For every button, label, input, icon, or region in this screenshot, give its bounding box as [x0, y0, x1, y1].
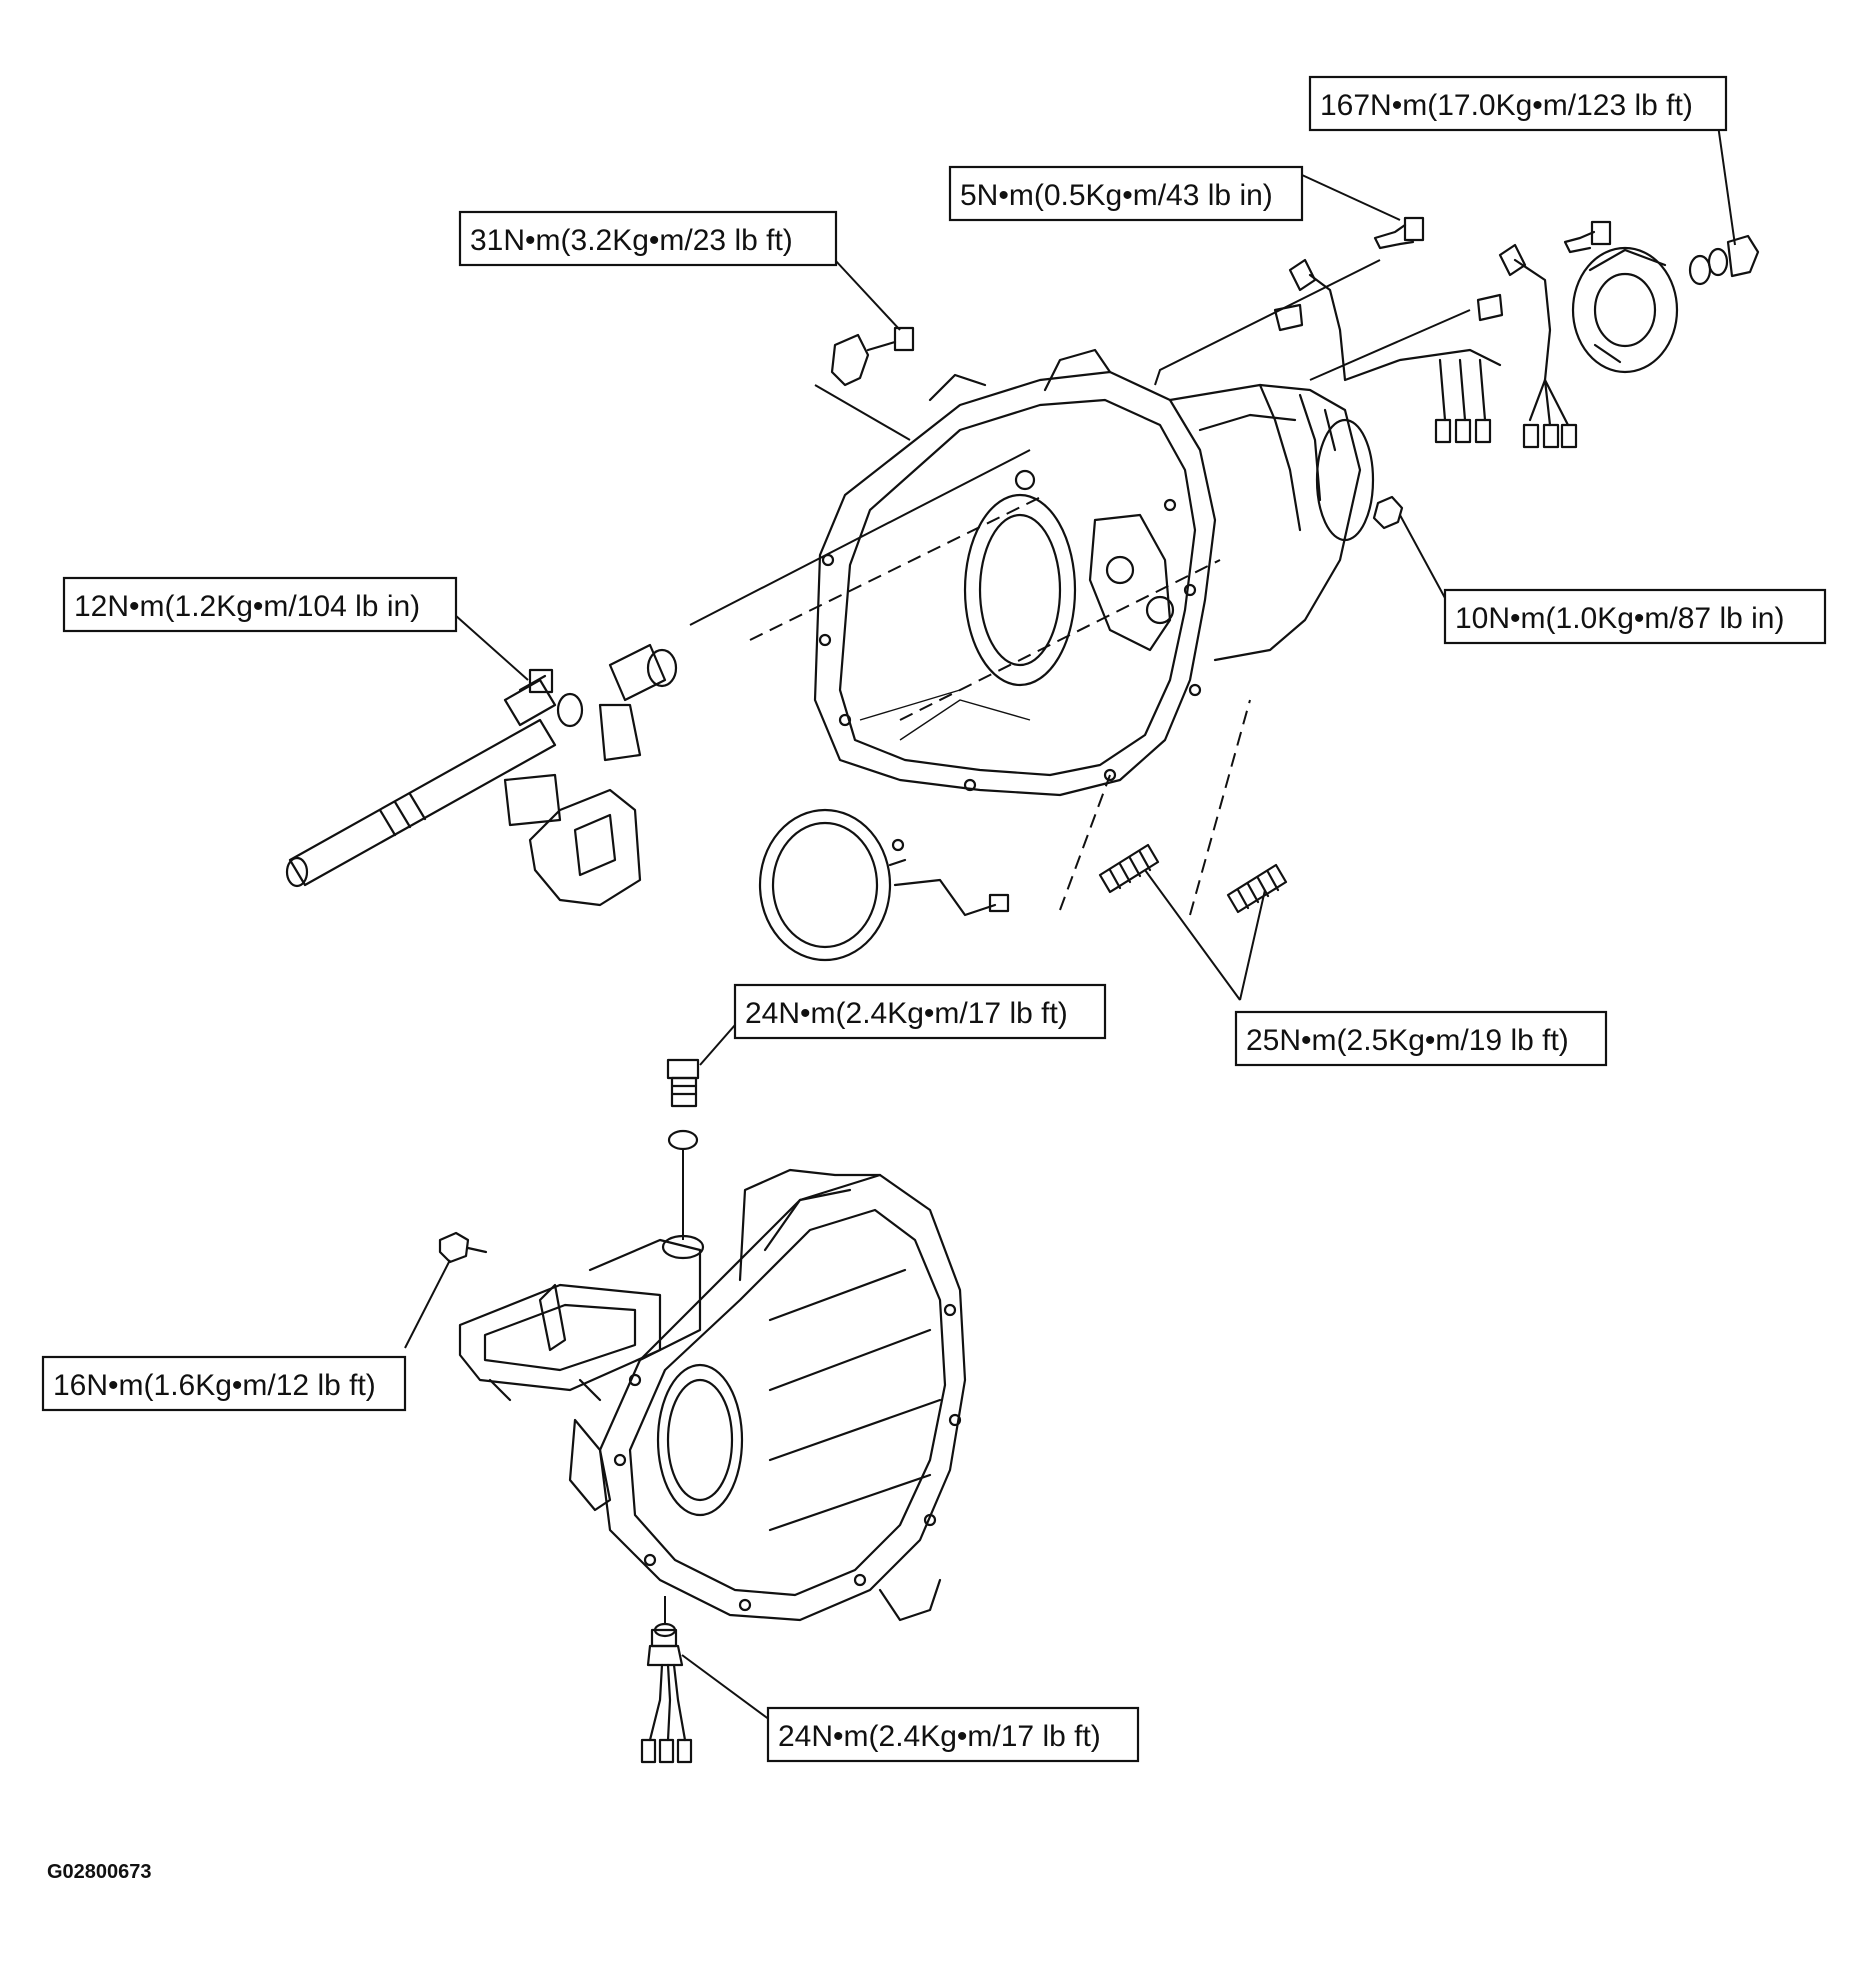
switch-24nm-bottom	[640, 1596, 693, 1764]
ref-line-7	[1309, 309, 1471, 381]
leader-5	[1301, 174, 1401, 221]
svg-text:24N•m(2.4Kg•m/17 lb ft): 24N•m(2.4Kg•m/17 lb ft)	[745, 997, 1068, 1030]
ref-line-4	[1189, 699, 1251, 916]
bolt-31nm-bracket	[830, 326, 915, 387]
leader-10	[1399, 514, 1446, 599]
lower-case-housing	[458, 1168, 967, 1622]
ref-line-5	[689, 449, 1031, 626]
torque-label-167: 167N•m(17.0Kg•m/123 lb ft)	[1308, 75, 1728, 132]
ref-line-8	[814, 384, 911, 441]
svg-text:5N•m(0.5Kg•m/43 lb in): 5N•m(0.5Kg•m/43 lb in)	[960, 179, 1273, 212]
plug-25nm-right	[1226, 863, 1288, 914]
ref-line-2	[899, 559, 1221, 721]
upper-case-housing	[813, 348, 1375, 797]
svg-text:31N•m(3.2Kg•m/23 lb ft): 31N•m(3.2Kg•m/23 lb ft)	[470, 224, 793, 257]
torque-label-24-bottom: 24N•m(2.4Kg•m/17 lb ft)	[766, 1706, 1140, 1763]
companion-flange	[1571, 234, 1760, 374]
torque-label-24-top: 24N•m(2.4Kg•m/17 lb ft)	[733, 983, 1107, 1040]
plug-25nm-left	[1098, 843, 1160, 894]
svg-text:12N•m(1.2Kg•m/104 lb in): 12N•m(1.2Kg•m/104 lb in)	[74, 590, 420, 623]
torque-label-10: 10N•m(1.0Kg•m/87 lb in)	[1443, 588, 1827, 645]
svg-text:25N•m(2.5Kg•m/19 lb ft): 25N•m(2.5Kg•m/19 lb ft)	[1246, 1024, 1569, 1057]
torque-label-16: 16N•m(1.6Kg•m/12 lb ft)	[41, 1355, 407, 1412]
ref-line-6	[1154, 259, 1381, 386]
speed-sensor-upper-left	[1273, 258, 1502, 444]
nut-10nm	[1372, 495, 1404, 530]
speed-sensor-upper-right	[1476, 243, 1578, 449]
bolt-5nm	[1373, 216, 1425, 250]
leader-16	[404, 1259, 451, 1349]
figure-code: G02800673	[47, 1861, 152, 1883]
torque-label-12: 12N•m(1.2Kg•m/104 lb in)	[62, 576, 458, 633]
leader-24a	[699, 1024, 736, 1066]
leader-25	[1144, 869, 1266, 1001]
shift-shaft-assembly	[285, 643, 678, 907]
bolt-16nm	[438, 1231, 488, 1264]
torque-label-5: 5N•m(0.5Kg•m/43 lb in)	[948, 165, 1304, 222]
ref-line-1	[749, 494, 1046, 641]
leader-31	[834, 259, 901, 331]
leader-12	[454, 614, 529, 681]
svg-text:10N•m(1.0Kg•m/87 lb in): 10N•m(1.0Kg•m/87 lb in)	[1455, 602, 1784, 635]
plug-24nm-top	[666, 1058, 700, 1240]
torque-label-25: 25N•m(2.5Kg•m/19 lb ft)	[1234, 1010, 1608, 1067]
torque-label-31: 31N•m(3.2Kg•m/23 lb ft)	[458, 210, 838, 267]
svg-text:167N•m(17.0Kg•m/123 lb ft): 167N•m(17.0Kg•m/123 lb ft)	[1320, 89, 1693, 122]
leader-24b	[681, 1654, 771, 1721]
svg-text:24N•m(2.4Kg•m/17 lb ft): 24N•m(2.4Kg•m/17 lb ft)	[778, 1720, 1101, 1753]
bolt-upper-right	[1563, 220, 1612, 254]
ref-line-3	[1059, 774, 1111, 911]
sensor-ring	[758, 808, 1010, 962]
svg-text:16N•m(1.6Kg•m/12 lb ft): 16N•m(1.6Kg•m/12 lb ft)	[53, 1369, 376, 1402]
leader-167	[1717, 124, 1736, 246]
